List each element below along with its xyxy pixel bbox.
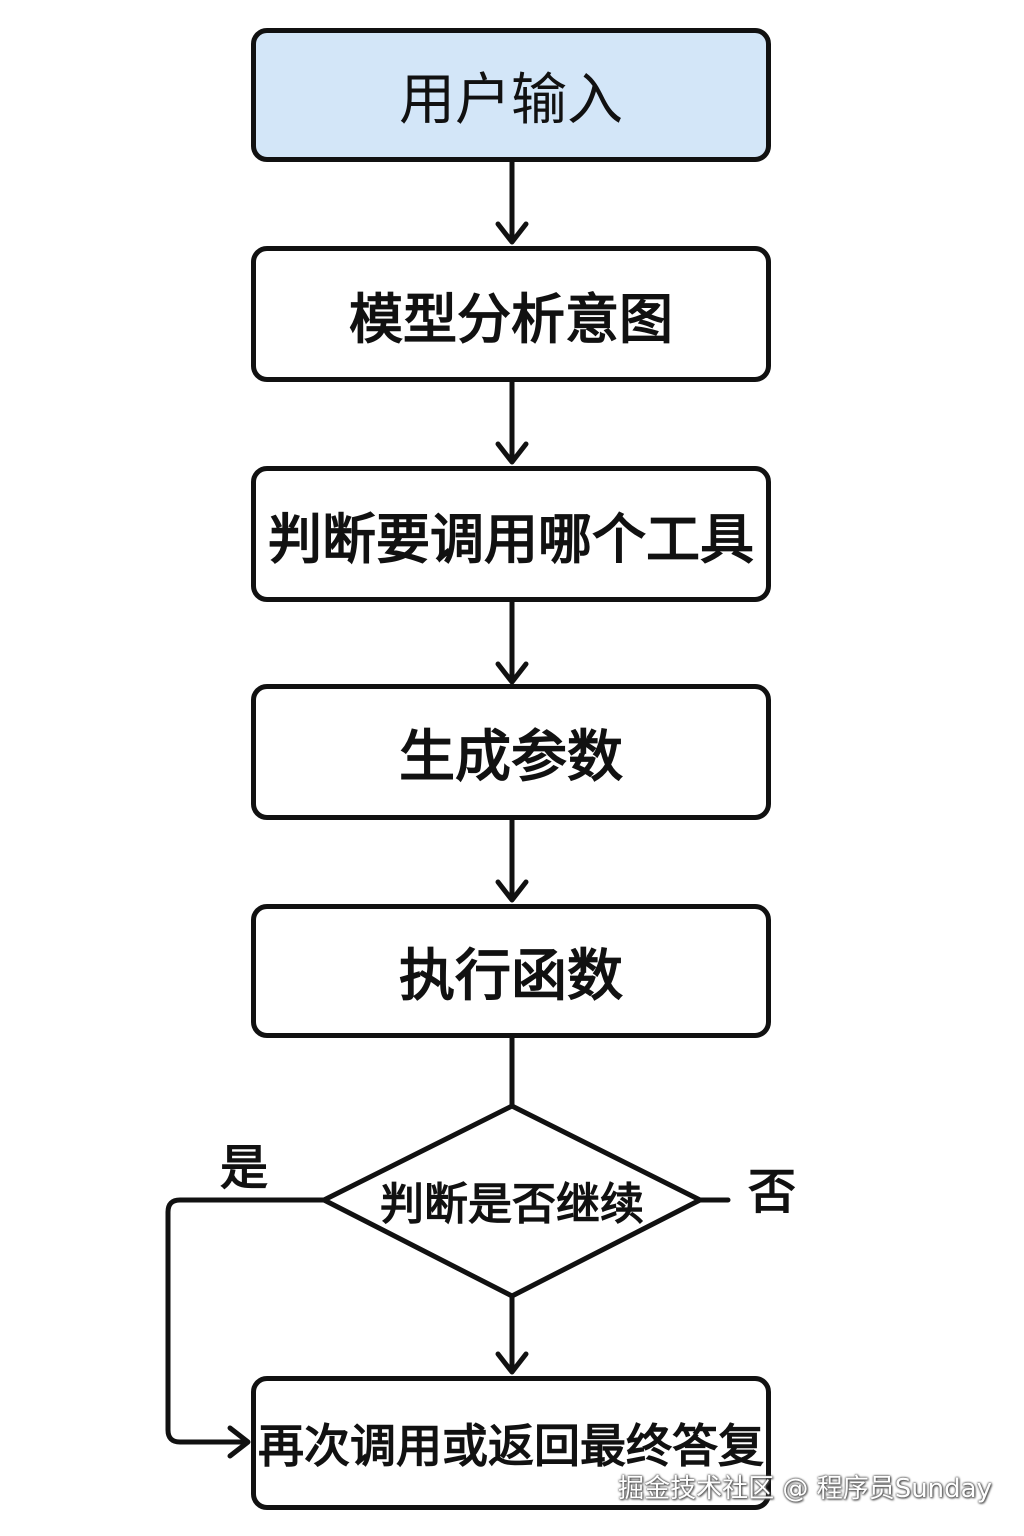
- arrow-yes-branch: [165, 1197, 327, 1445]
- node-model-analyze: 模型分析意图: [251, 246, 771, 382]
- watermark: 掘金技术社区 @ 程序员Sunday: [618, 1474, 992, 1504]
- node-choose-tool: 判断要调用哪个工具: [251, 466, 771, 602]
- branch-no-label: 否: [748, 1164, 797, 1220]
- node-generate-params-label: 生成参数: [399, 724, 623, 790]
- node-user-input: 用户输入: [251, 28, 771, 162]
- node-execute-function: 执行函数: [251, 904, 771, 1038]
- node-choose-tool-label: 判断要调用哪个工具: [268, 507, 754, 571]
- node-final-response-label: 再次调用或返回最终答复: [258, 1419, 764, 1473]
- node-execute-function-label: 执行函数: [399, 943, 623, 1009]
- node-user-input-label: 用户输入: [399, 67, 623, 133]
- node-final-response: 再次调用或返回最终答复: [251, 1376, 771, 1510]
- node-model-analyze-label: 模型分析意图: [349, 287, 673, 351]
- decision-label: 判断是否继续: [380, 1179, 644, 1230]
- branch-yes-label: 是: [220, 1140, 269, 1196]
- node-generate-params: 生成参数: [251, 684, 771, 820]
